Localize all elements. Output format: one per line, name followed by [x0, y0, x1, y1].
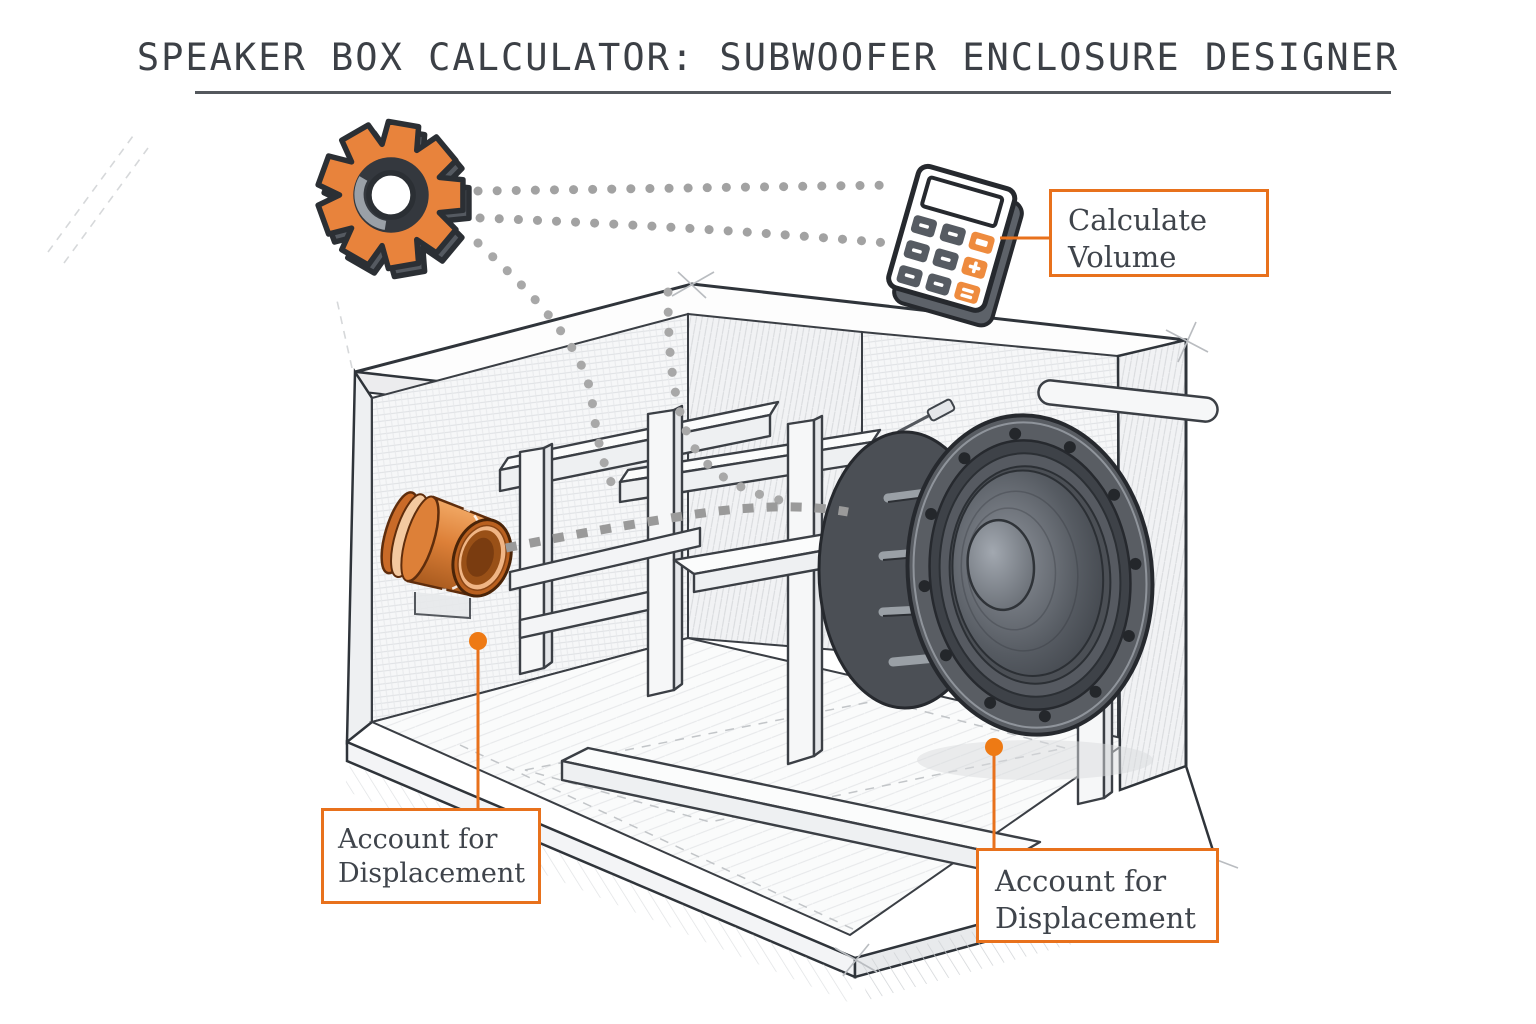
- callout-displacement-right: Account for Displacement: [976, 848, 1219, 943]
- port-bracket: [414, 592, 471, 620]
- brace-post: [518, 446, 546, 676]
- brace-post: [812, 414, 824, 758]
- subwoofer-driver: [817, 413, 1155, 780]
- brace-rail: [518, 590, 650, 640]
- calculator-screen: [920, 175, 1005, 228]
- gear-icon: [315, 118, 472, 280]
- driver-front: [905, 413, 1155, 737]
- callout-displacement-left: Account for Displacement: [321, 808, 541, 904]
- brace-rail: [508, 526, 702, 592]
- calculator-icon: [886, 163, 1024, 328]
- brace-post: [786, 418, 816, 766]
- leader-displacement-left: [469, 632, 487, 810]
- callout-calculate-volume-text: Calculate Volume: [1068, 203, 1208, 274]
- calculator-buttons: [896, 215, 995, 304]
- callout-displacement-right-text: Account for Displacement: [995, 864, 1196, 935]
- driver-shadow: [917, 740, 1153, 780]
- driver-dust-cap: [966, 518, 1036, 612]
- driver-bolt-holes: [918, 427, 1142, 723]
- page-title: SPEAKER BOX CALCULATOR: SUBWOOFER ENCLOS…: [136, 36, 1400, 79]
- brace-post: [542, 442, 554, 670]
- leader-displacement-right: [985, 738, 1003, 850]
- box-left-wall: [345, 367, 374, 745]
- title-rule: [195, 91, 1391, 94]
- port-tube: [380, 491, 513, 620]
- terminal-detail: [897, 398, 956, 434]
- airflow-dashes: [505, 502, 849, 553]
- callout-calculate-volume: Calculate Volume: [1049, 189, 1269, 277]
- callout-displacement-left-text: Account for Displacement: [338, 824, 526, 890]
- idea-dots: [473, 180, 898, 507]
- handle-slot: [1037, 379, 1219, 423]
